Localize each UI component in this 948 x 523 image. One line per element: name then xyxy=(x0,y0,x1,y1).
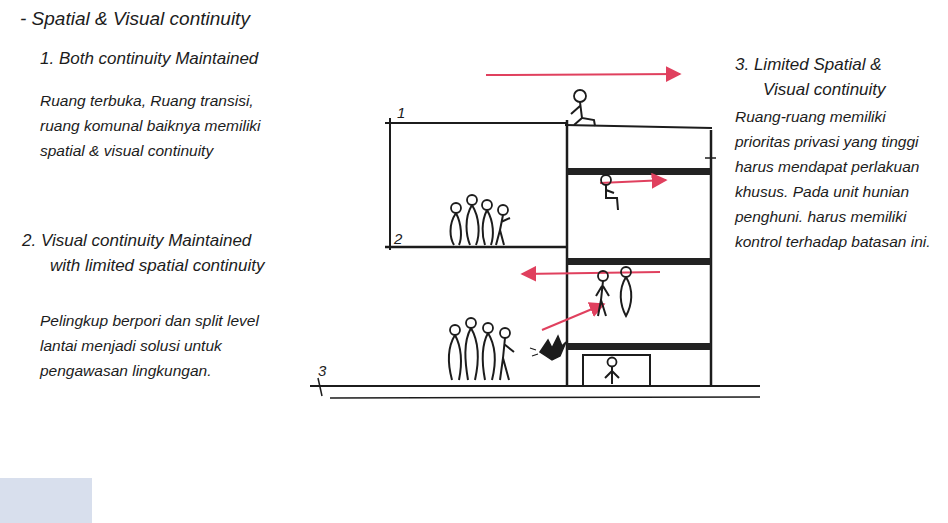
private-room xyxy=(583,355,650,386)
floor-slab xyxy=(567,258,711,265)
callout-number: 2 xyxy=(394,226,414,251)
note-text: Ruang-ruang memiliki prioritas privasi y… xyxy=(735,104,940,254)
person-figure xyxy=(483,323,493,333)
floor-slab xyxy=(567,168,711,175)
person-figure xyxy=(598,271,608,281)
person-figure xyxy=(601,175,611,185)
person-figure xyxy=(483,210,493,245)
person-figure xyxy=(606,185,618,210)
person-figure xyxy=(498,205,508,215)
ground-line xyxy=(330,397,760,398)
person-figure xyxy=(571,102,595,126)
scan-smudge xyxy=(0,478,92,523)
visual-arrow xyxy=(542,304,604,330)
person-figure xyxy=(500,328,510,338)
person-figure xyxy=(596,281,609,316)
visual-arrow xyxy=(522,272,660,274)
person-figure xyxy=(605,367,619,384)
person-figure xyxy=(449,335,461,380)
callout-number: 1 xyxy=(397,100,417,125)
floor-slab xyxy=(567,343,711,350)
person-figure xyxy=(496,215,510,245)
section-heading: 3. Limited Spatial & Visual continuity xyxy=(735,52,888,102)
cantilever-wall xyxy=(389,118,391,250)
person-figure xyxy=(466,318,476,328)
pet-scribble xyxy=(530,348,538,356)
person-figure xyxy=(467,195,477,205)
note-text: Pelingkup berpori dan split level lantai… xyxy=(40,308,265,383)
wall-tick xyxy=(705,157,716,159)
tower-roof xyxy=(565,125,712,128)
person-figure xyxy=(450,325,460,335)
note-text: Ruang terbuka, Ruang transisi, ruang kom… xyxy=(40,88,275,163)
ground-line xyxy=(310,385,760,387)
section-heading: 2. Visual continuity Maintained with lim… xyxy=(22,228,265,278)
section-heading: 1. Both continuity Maintained xyxy=(40,46,320,71)
ground-tick xyxy=(318,378,322,396)
person-figure xyxy=(621,277,632,316)
pet-scribble xyxy=(540,336,566,360)
person-figure xyxy=(451,213,461,245)
callout-number: 3 xyxy=(318,358,338,383)
person-figure xyxy=(621,267,631,277)
person-figure xyxy=(482,200,492,210)
person-figure xyxy=(608,358,617,367)
title: - Spatial & Visual continuity xyxy=(20,6,440,31)
cantilever-roof xyxy=(385,122,568,124)
person-figure xyxy=(483,333,495,380)
person-figure xyxy=(467,205,479,245)
cantilever-slab xyxy=(385,246,568,249)
person-figure xyxy=(574,90,586,102)
person-figure xyxy=(500,338,514,380)
person-figure xyxy=(451,203,461,213)
visual-arrow xyxy=(486,74,680,75)
person-figure xyxy=(465,328,477,380)
